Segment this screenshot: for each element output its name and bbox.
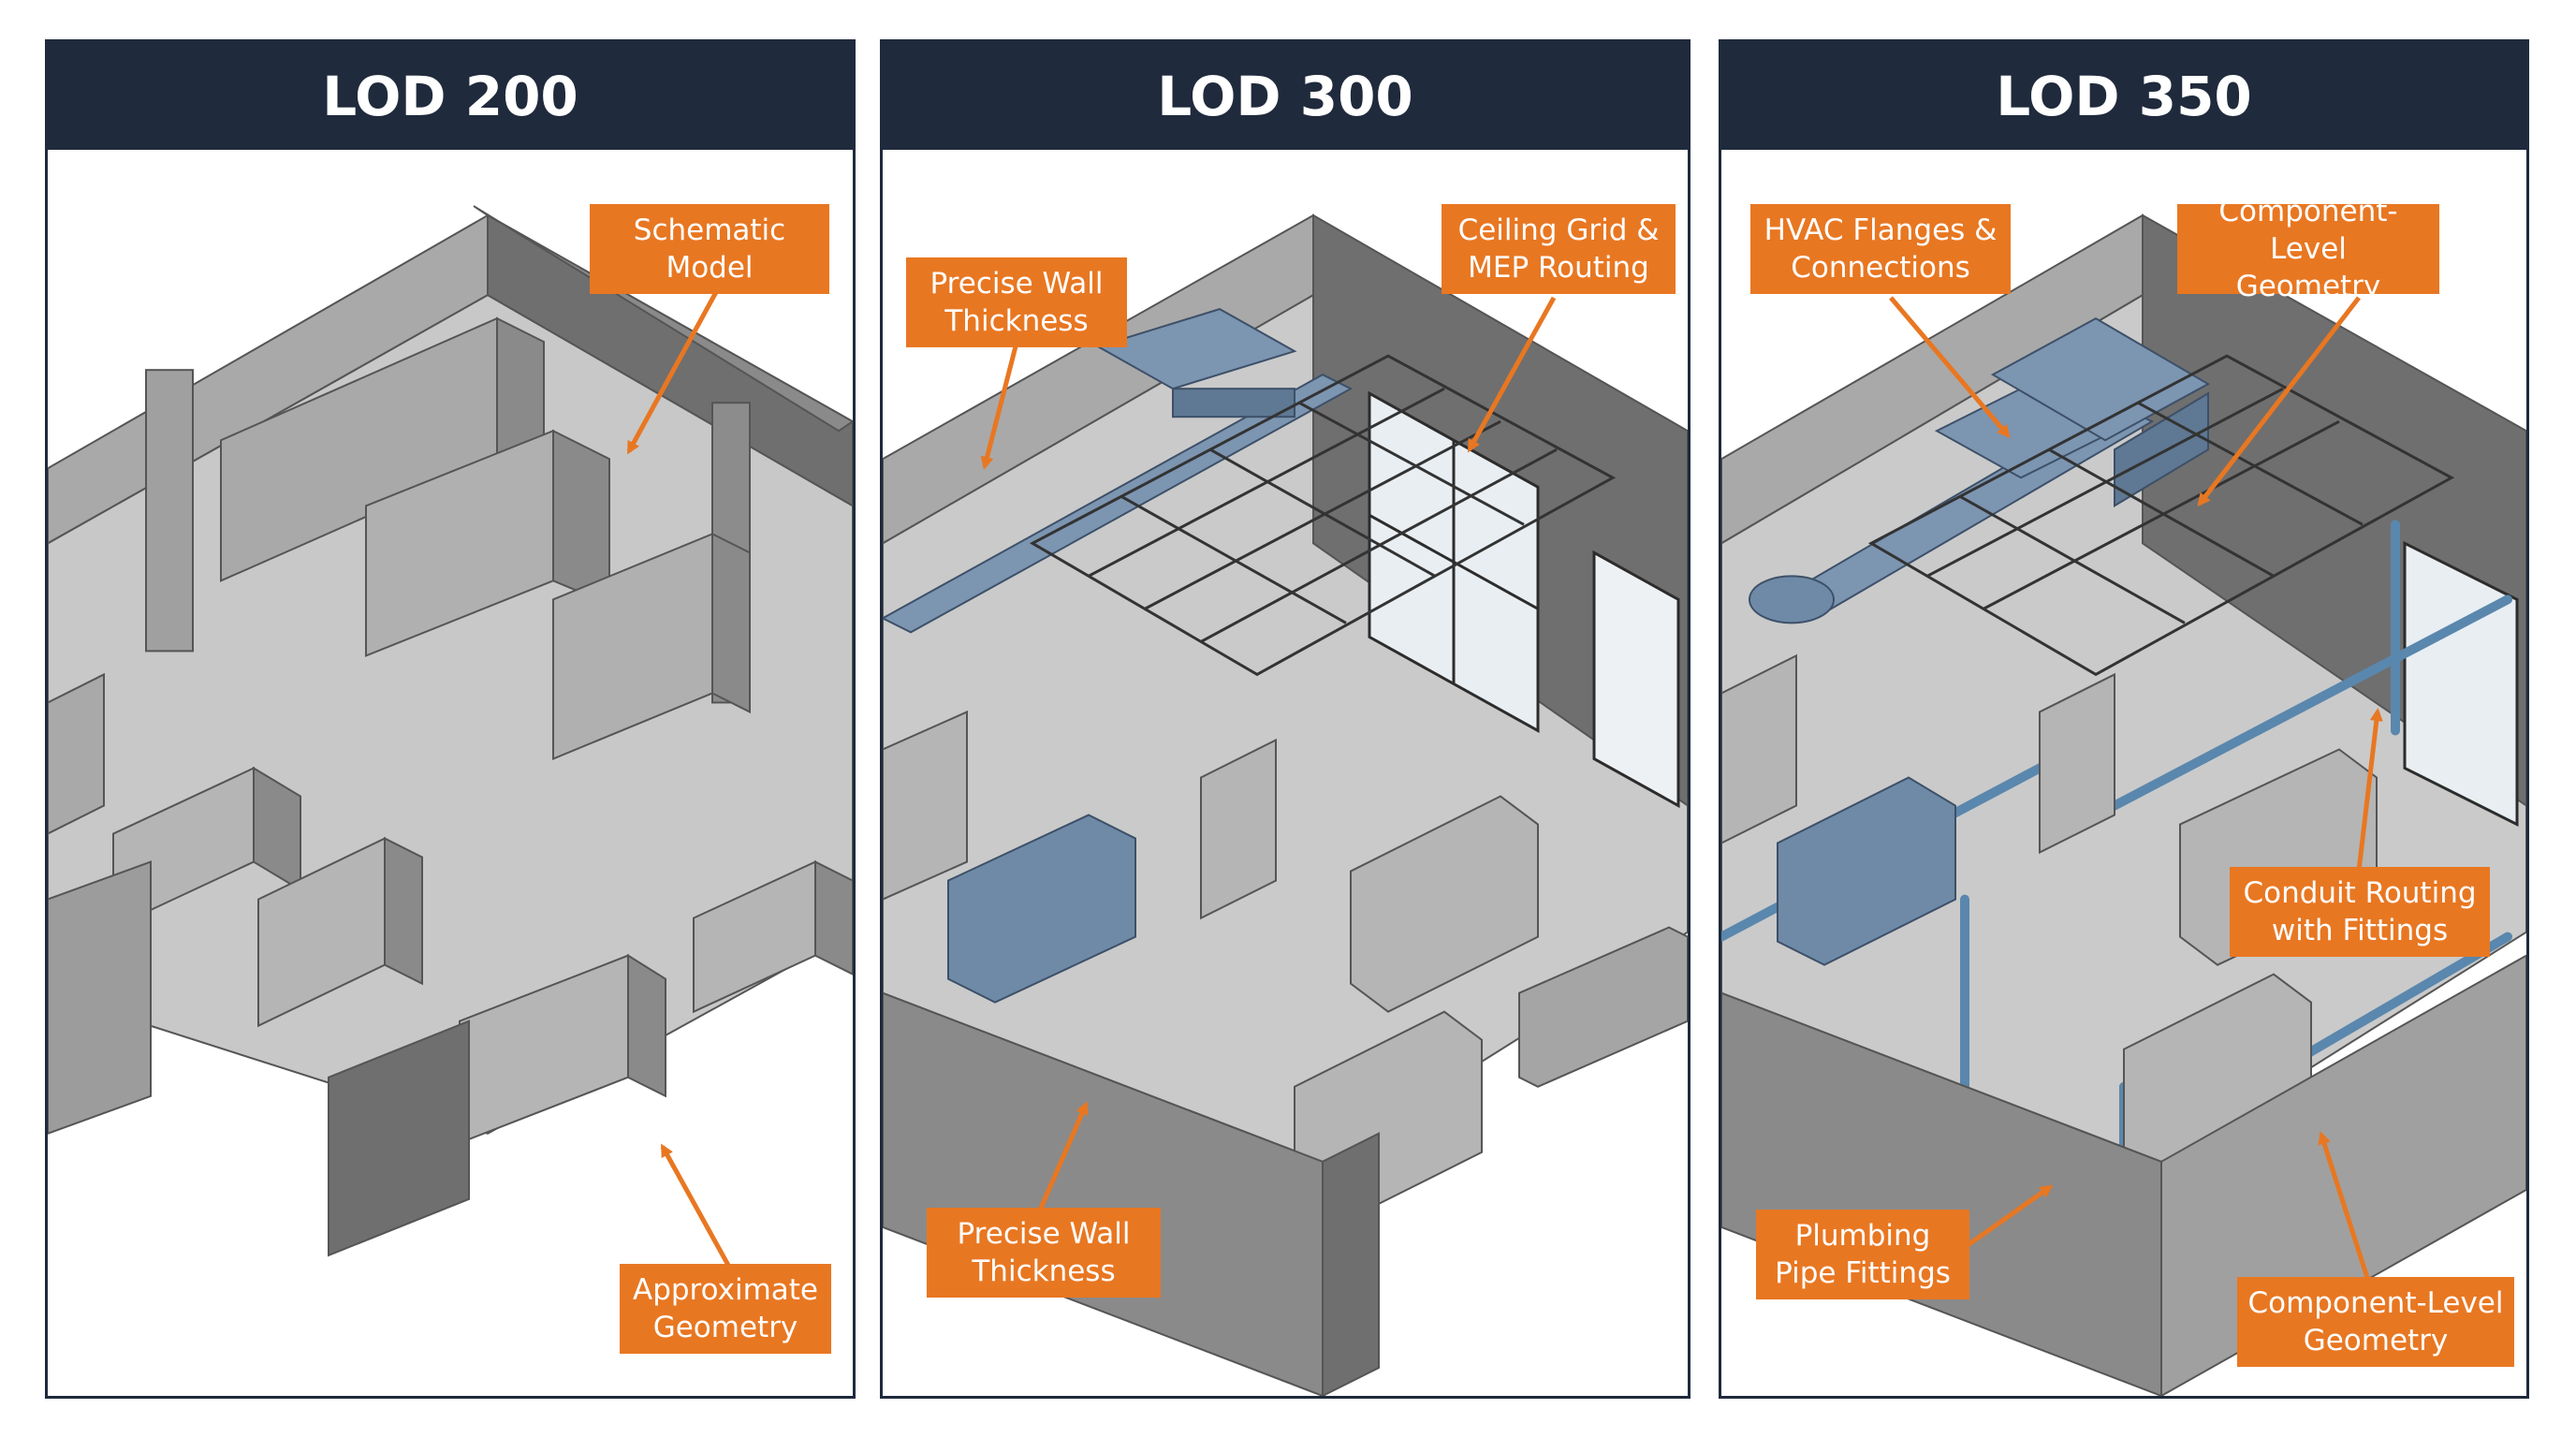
- callout-plumbing-fittings: Plumbing Pipe Fittings: [1756, 1210, 1969, 1299]
- lod200-illustration: [48, 150, 853, 1396]
- panel-title: LOD 200: [48, 42, 853, 150]
- block: [365, 429, 610, 657]
- callout-precise-wall-thickness-bottom: Precise Wall Thickness: [927, 1208, 1161, 1298]
- block: [693, 859, 853, 1014]
- front-wall: [1721, 991, 2162, 1396]
- checkout-counter: [1777, 776, 1956, 966]
- lod300-illustration: [883, 150, 1688, 1396]
- shelving: [883, 710, 1688, 1229]
- panel-title: LOD 300: [883, 42, 1688, 150]
- front-wall-right: [1322, 1132, 1380, 1396]
- window: [1368, 390, 1540, 734]
- ceiling-grid: [1029, 354, 1617, 677]
- duct: [883, 308, 1354, 634]
- callout-approximate-geometry: Approximate Geometry: [620, 1264, 831, 1354]
- block: [552, 532, 751, 760]
- panel-title: LOD 350: [1721, 42, 2526, 150]
- callout-hvac-flanges: HVAC Flanges & Connections: [1750, 204, 2011, 294]
- callout-conduit-routing: Conduit Routing with Fittings: [2230, 867, 2490, 957]
- callout-ceiling-grid-mep: Ceiling Grid & MEP Routing: [1442, 204, 1676, 294]
- block: [48, 860, 470, 1257]
- callout-precise-wall-thickness-top: Precise Wall Thickness: [906, 257, 1127, 347]
- front-wall: [883, 991, 1324, 1396]
- callout-component-level-top: Component-Level Geometry: [2177, 195, 2439, 303]
- panel-lod-300: LOD 300: [880, 39, 1690, 1399]
- checkout-counter: [947, 814, 1136, 1004]
- door: [1592, 550, 1680, 809]
- block: [48, 672, 105, 835]
- callout-component-level-bottom: Component-Level Geometry: [2237, 1277, 2514, 1367]
- callout-schematic-model: Schematic Model: [590, 204, 829, 294]
- pillar: [145, 369, 194, 653]
- block: [257, 836, 423, 1028]
